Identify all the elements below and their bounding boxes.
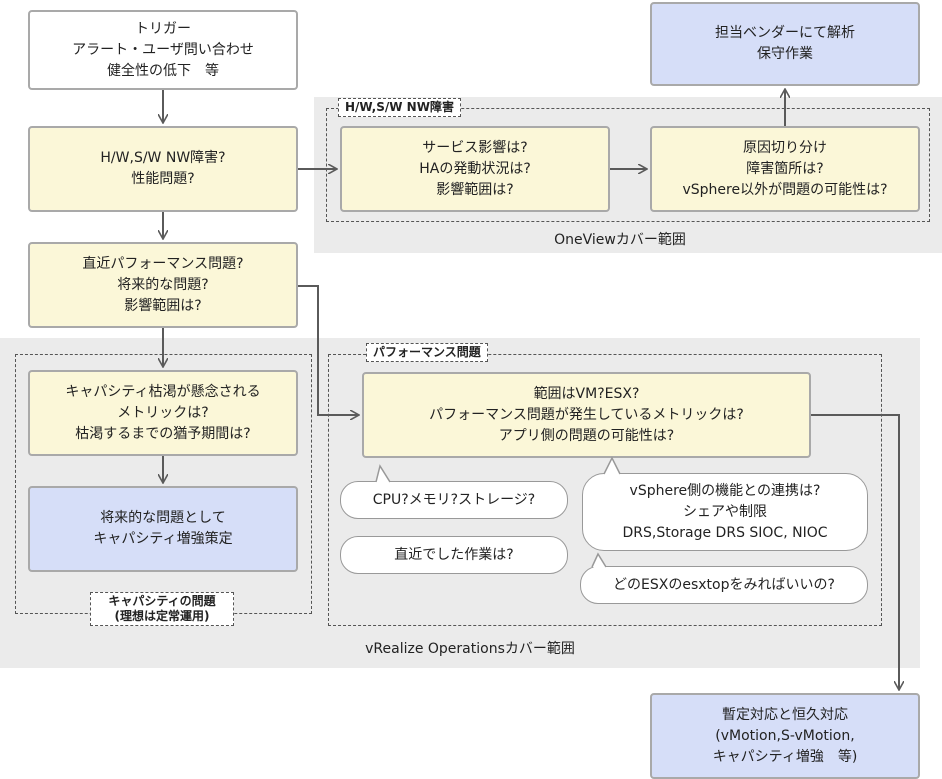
vsphere-features-line-3: DRS,Storage DRS SIOC, NIOC [622,524,828,541]
workaround-line-2: (vMotion,S-vMotion, [715,727,855,744]
recent-perf-line-3: 影響範囲は? [124,297,202,314]
oneview-coverage-caption: OneViewカバー範囲 [554,232,686,248]
performance-scope-box: 範囲はVM?ESX? パフォーマンス問題が発生しているメトリックは? アプリ側の… [362,372,811,458]
esxtop-bubble-text: どのESXのesxtopをみればいいの? [613,576,835,593]
root-cause-box: 原因切り分け 障害箇所は? vSphere以外が問題の可能性は? [650,126,920,212]
capacity-metric-line-2: メトリックは? [117,404,209,421]
perf-scope-line-1: 範囲はVM?ESX? [533,385,640,402]
resource-bubble-tail [375,464,391,483]
recent-performance-box: 直近パフォーマンス問題? 将来的な問題? 影響範囲は? [28,242,298,328]
capacity-tag-line-1: キャパシティの問題 [108,594,216,608]
service-impact-box: サービス影響は? HAの発動状況は? 影響範囲は? [340,126,610,212]
recent-perf-line-1: 直近パフォーマンス問題? [82,255,244,272]
service-impact-line-2: HAの発動状況は? [419,160,531,177]
root-cause-line-3: vSphere以外が問題の可能性は? [682,181,888,198]
vsphere-bubble-tail [603,456,621,475]
capacity-tag-line-2: (理想は定常運用) [114,609,210,623]
root-cause-line-2: 障害箇所は? [746,160,824,177]
capacity-metric-box: キャパシティ枯渇が懸念される メトリックは? 枯渇するまでの猶予期間は? [28,370,298,456]
arrow-perfscope-to-workaround [811,414,899,689]
capacity-metric-line-3: 枯渇するまでの猶予期間は? [75,425,251,442]
workaround-box: 暫定対応と恒久対応 (vMotion,S-vMotion, キャパシティ増強 等… [650,693,920,779]
capacity-group-tag: キャパシティの問題 (理想は定常運用) [90,592,234,626]
vrops-coverage-caption: vRealize Operationsカバー範囲 [365,641,575,657]
vsphere-features-bubble: vSphere側の機能との連携は? シェアや制限 DRS,Storage DRS… [582,473,868,551]
recent-work-bubble-text: 直近でした作業は? [394,546,514,563]
trigger-line-3: 健全性の低下 等 [106,62,219,79]
root-cause-line-1: 原因切り分け [742,139,827,156]
trigger-line-1: トリガー [134,20,191,37]
trigger-box: トリガー アラート・ユーザ問い合わせ 健全性の低下 等 [28,10,298,90]
service-impact-line-3: 影響範囲は? [436,181,514,198]
hw-fault-line-2: 性能問題? [131,171,195,187]
trigger-line-2: アラート・ユーザ問い合わせ [72,41,254,58]
hw-fault-group-tag: H/W,S/W NW障害 [338,98,461,117]
oneview-dashed-group [326,108,930,222]
workaround-line-3: キャパシティ増強 等) [712,748,858,765]
capacity-plan-line-2: キャパシティ増強策定 [93,531,233,547]
vsphere-features-line-2: シェアや制限 [683,503,767,520]
recent-perf-line-2: 将来的な問題? [117,276,209,293]
hw-fault-line-1: H/W,S/W NW障害? [100,150,226,166]
workaround-line-1: 暫定対応と恒久対応 [722,706,848,723]
vendor-line-1: 担当ベンダーにて解析 [715,25,855,41]
capacity-metric-line-1: キャパシティ枯渇が懸念される [65,383,261,400]
performance-group-tag: パフォーマンス問題 [366,343,488,362]
vendor-line-2: 保守作業 [757,46,813,62]
perf-scope-line-2: パフォーマンス問題が発生しているメトリックは? [429,406,744,423]
vendor-analysis-box: 担当ベンダーにて解析 保守作業 [650,2,920,86]
resource-bubble-text: CPU?メモリ?ストレージ? [372,491,536,508]
service-impact-line-1: サービス影響は? [422,139,528,156]
esxtop-bubble-tail [591,552,607,568]
hw-fault-question-box: H/W,S/W NW障害? 性能問題? [28,126,298,212]
capacity-plan-box: 将来的な問題として キャパシティ増強策定 [28,486,298,572]
capacity-plan-line-1: 将来的な問題として [100,510,226,526]
esxtop-bubble: どのESXのesxtopをみればいいの? [580,566,868,604]
vsphere-features-line-1: vSphere側の機能との連携は? [629,482,821,499]
arrow-recentperf-to-perfscope [298,285,358,415]
recent-work-bubble: 直近でした作業は? [340,536,568,574]
performance-dashed-group [328,354,882,626]
resource-question-bubble: CPU?メモリ?ストレージ? [340,481,568,519]
perf-scope-line-3: アプリ側の問題の可能性は? [498,427,675,444]
